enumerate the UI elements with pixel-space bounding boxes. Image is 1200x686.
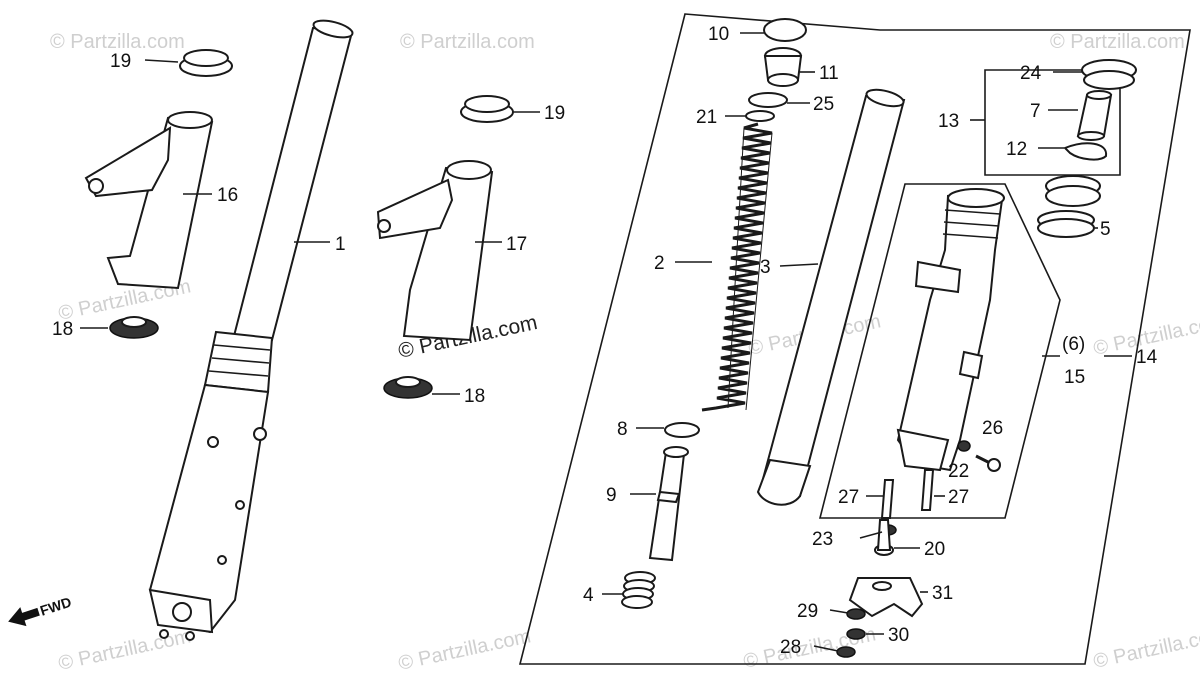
grommet-18-right <box>383 376 433 399</box>
fork-tube-top <box>312 19 354 39</box>
watermark: © Partzilla.com <box>56 625 192 675</box>
rubber-mount-19-left <box>179 49 233 77</box>
washer-21 <box>745 110 775 122</box>
callout-31: 31 <box>932 583 953 604</box>
fork-bolt-11 <box>763 47 803 87</box>
callout-24: 24 <box>1020 63 1042 84</box>
callout-9: 9 <box>606 485 617 506</box>
slide-bushing-5 <box>1037 210 1095 238</box>
fork-cap-10 <box>763 18 807 42</box>
callout-22: 22 <box>948 461 969 482</box>
assembly-frame-15 <box>818 183 1061 519</box>
bracket-17-arm <box>376 178 454 240</box>
callout-1: 1 <box>335 234 346 255</box>
callout-15: 15 <box>1064 367 1085 388</box>
callout-5: 5 <box>1100 219 1111 240</box>
dust-seal-24 <box>1081 59 1137 90</box>
axle-holder-31 <box>848 577 924 618</box>
rubber-mount-19-right <box>460 95 514 123</box>
piston-ring-8 <box>664 422 700 438</box>
callout-2: 2 <box>654 253 665 274</box>
assembly-frame-14 <box>518 13 1191 665</box>
watermark: © Partzilla.com <box>396 625 532 675</box>
headlight-bracket-17 <box>376 160 494 342</box>
axle-hole <box>172 602 192 622</box>
bracket-17-top <box>446 160 492 180</box>
watermark: © Partzilla.com <box>1050 31 1185 53</box>
grommet-18-left <box>109 316 159 339</box>
callout-7: 7 <box>1030 101 1041 122</box>
bracket-16-top <box>167 111 213 129</box>
oil-seal <box>1045 175 1101 207</box>
callout-30: 30 <box>888 625 909 646</box>
callout-21: 21 <box>696 107 717 128</box>
callout-27: 27 <box>948 487 969 508</box>
callout-8: 8 <box>617 419 628 440</box>
callout-16: 16 <box>217 185 238 206</box>
arrow-icon <box>8 607 40 627</box>
callout-26: 26 <box>982 418 1003 439</box>
fork-tube-1 <box>232 26 354 342</box>
fork-spring-2 <box>701 122 773 412</box>
nut-28 <box>836 646 856 658</box>
callout-19: 19 <box>544 103 565 124</box>
callout-11: 11 <box>819 63 839 84</box>
bushing-7 <box>1076 90 1113 141</box>
callout-18: 18 <box>464 386 485 407</box>
fwd-label: FWD <box>38 594 73 619</box>
inner-tube-3 <box>756 88 906 506</box>
bracket-16-arm <box>84 126 172 198</box>
stud-27-left <box>880 479 895 519</box>
forward-arrow: FWD <box>8 594 73 627</box>
callout-20: 20 <box>924 539 945 560</box>
leader-lines <box>80 32 1132 652</box>
callout-12: 12 <box>1006 139 1027 160</box>
watermark: © Partzilla.com <box>1091 623 1200 673</box>
callout-10: 10 <box>708 24 729 45</box>
fork-leg-assembly-1 <box>148 19 354 641</box>
watermark: © Partzilla.com <box>400 31 535 53</box>
watermark: © Partzilla.com <box>50 31 185 53</box>
callout-19: 19 <box>110 51 131 72</box>
callout-6: (6) <box>1062 334 1085 355</box>
bolt-20 <box>874 519 894 556</box>
callout-17: 17 <box>506 234 527 255</box>
callout-29: 29 <box>797 601 818 622</box>
washer-29 <box>846 608 866 620</box>
o-ring-25 <box>748 92 788 108</box>
headlight-bracket-16 <box>84 111 214 290</box>
circlip-12 <box>1063 142 1108 161</box>
rebound-spring-4 <box>621 571 656 609</box>
damper-rod-9 <box>648 446 689 562</box>
stud-27-right <box>920 469 935 511</box>
callout-18: 18 <box>52 319 73 340</box>
washer-30 <box>846 628 866 640</box>
outer-slider-15 <box>896 188 1005 472</box>
callout-23: 23 <box>812 529 833 550</box>
callout-3: 3 <box>760 257 771 278</box>
drain-bolt-26 <box>975 454 1001 472</box>
callout-28: 28 <box>780 637 801 658</box>
washer-22 <box>957 440 971 452</box>
callout-14: 14 <box>1136 347 1158 368</box>
callout-13: 13 <box>938 111 959 132</box>
callout-27: 27 <box>838 487 859 508</box>
kit-frame-13 <box>984 69 1121 176</box>
callouts: 19 16 1 18 19 17 18 10 11 25 21 2 3 8 9 … <box>52 24 1158 658</box>
callout-25: 25 <box>813 94 834 115</box>
callout-4: 4 <box>583 585 594 606</box>
